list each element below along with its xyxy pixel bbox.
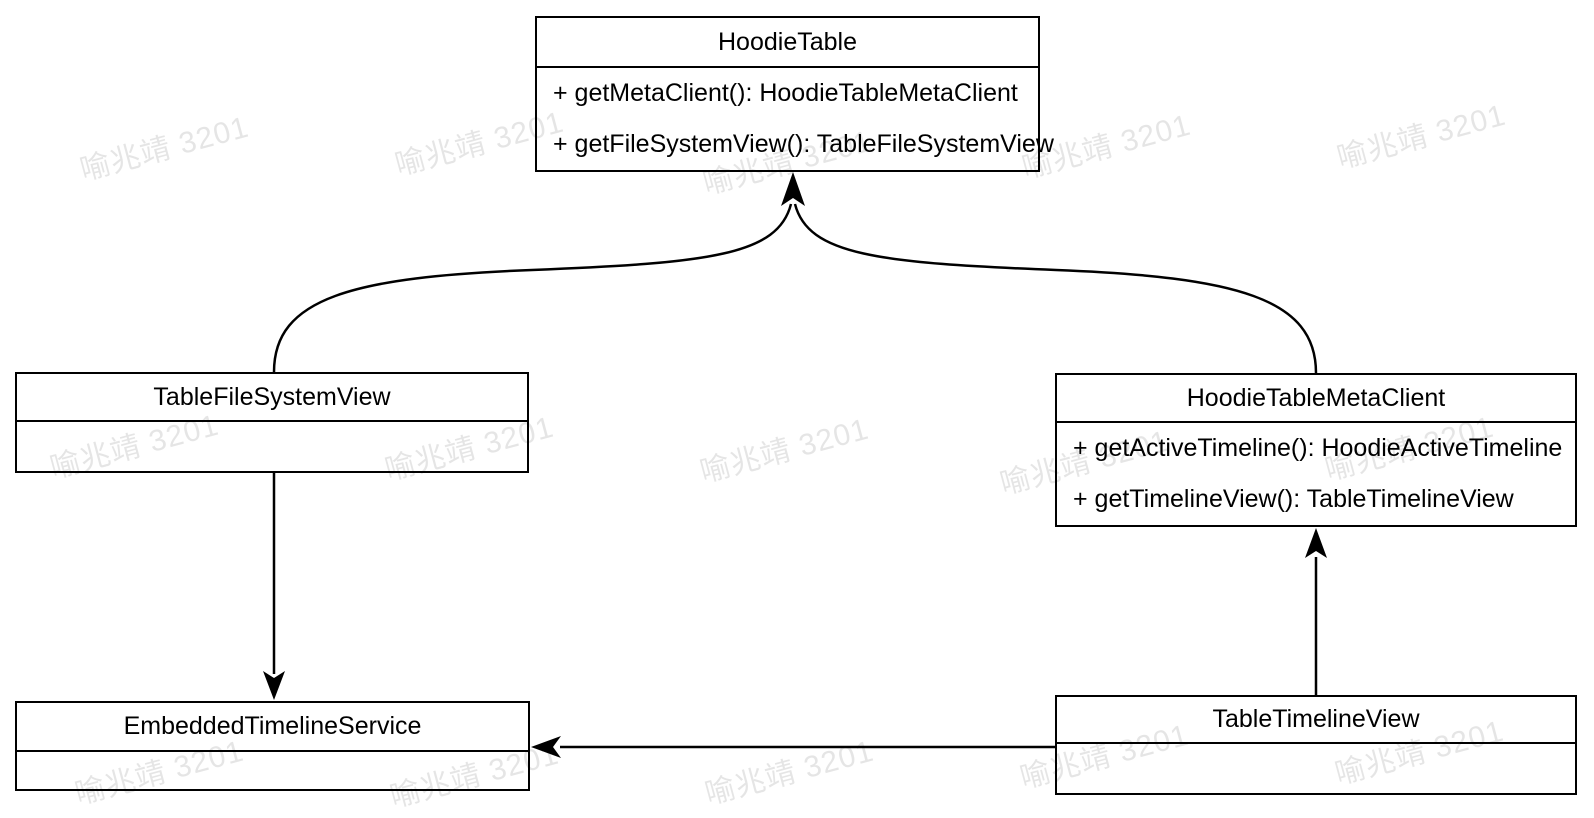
class-title-tablefilesystemview: TableFileSystemView	[17, 374, 527, 422]
class-title-hoodietablemetaclient: HoodieTableMetaClient	[1057, 375, 1575, 423]
arrowhead-up-hoodietable	[781, 172, 805, 206]
watermark-text: 喻兆靖 3201	[76, 110, 253, 188]
arrowhead-left-embeddedtimelineservice	[531, 736, 561, 758]
class-box-hoodietable: HoodieTable + getMetaClient(): HoodieTab…	[535, 16, 1054, 172]
arrowhead-up-hoodietablemetaclient	[1305, 528, 1327, 558]
class-box-embeddedtimelineservice: EmbeddedTimelineService	[15, 701, 530, 791]
class-box-tablefilesystemview: TableFileSystemView	[15, 372, 529, 473]
arrowhead-down-embeddedtimelineservice	[263, 671, 285, 700]
class-title-hoodietable: HoodieTable	[537, 18, 1038, 68]
class-box-tabletimelineview: TableTimelineView	[1055, 695, 1577, 795]
watermark-text: 喻兆靖 3201	[701, 734, 878, 812]
method-label: + getTimelineView(): TableTimelineView	[1073, 485, 1514, 513]
class-body-hoodietablemetaclient: + getActiveTimeline(): HoodieActiveTimel…	[1057, 423, 1575, 525]
arrow-tablefilesystemview-to-hoodietable	[272, 203, 793, 373]
method-label: + getActiveTimeline(): HoodieActiveTimel…	[1073, 434, 1563, 462]
arrow-hoodietablemetaclient-to-hoodietable	[793, 203, 1318, 374]
class-body-tabletimelineview	[1057, 744, 1575, 793]
class-body-tablefilesystemview	[17, 422, 527, 471]
watermark-text: 喻兆靖 3201	[696, 412, 873, 490]
class-body-hoodietable: + getMetaClient(): HoodieTableMetaClient…	[537, 68, 1054, 170]
watermark-text: 喻兆靖 3201	[1333, 98, 1510, 176]
method-label: + getFileSystemView(): TableFileSystemVi…	[553, 130, 1054, 158]
class-body-embeddedtimelineservice	[17, 752, 528, 789]
class-title-tabletimelineview: TableTimelineView	[1057, 697, 1575, 744]
class-box-hoodietablemetaclient: HoodieTableMetaClient + getActiveTimelin…	[1055, 373, 1577, 527]
method-label: + getMetaClient(): HoodieTableMetaClient	[553, 79, 1018, 107]
class-title-embeddedtimelineservice: EmbeddedTimelineService	[17, 703, 528, 752]
